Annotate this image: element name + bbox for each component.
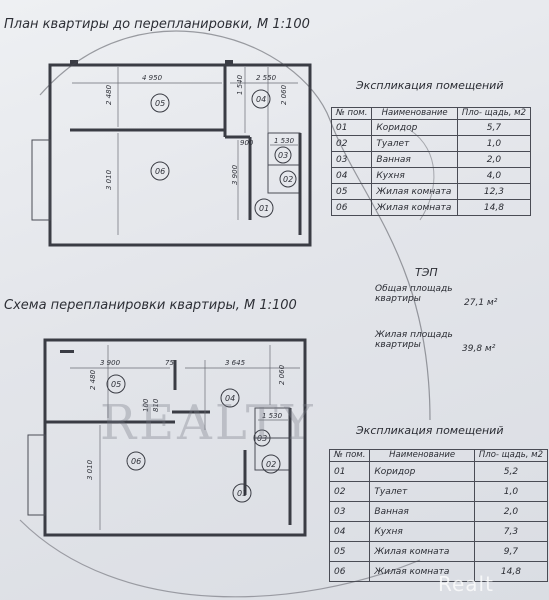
row-area: 12,3 (456, 183, 532, 200)
room-03: 03 (278, 151, 288, 160)
row-name: Кухня (371, 167, 458, 184)
room-01: 01 (259, 204, 269, 213)
dim-left-upper: 2 480 (89, 369, 97, 390)
room-02: 02 (266, 460, 276, 469)
row-area: 7,3 (473, 521, 549, 542)
row-name: Жилая комната (369, 561, 475, 582)
row-num: 02 (328, 481, 371, 502)
row-area: 1,0 (456, 135, 532, 152)
dim-left-lower: 3 010 (86, 459, 94, 480)
row-area: 4,0 (456, 167, 532, 184)
tep-living-value: 39,8 м² (462, 344, 496, 354)
row-name: Туалет (369, 481, 475, 502)
row-num: 03 (328, 501, 371, 522)
plan-after-title: Схема перепланировки квартиры, М 1:100 (4, 298, 297, 313)
row-name: Ванная (369, 501, 475, 522)
row-area: 5,7 (456, 119, 532, 136)
dim-top-right: 3 645 (225, 359, 246, 367)
header-num: № пом. (328, 449, 371, 462)
room-04: 04 (256, 95, 266, 104)
header-num: № пом. (330, 107, 373, 120)
dim-top-left: 4 950 (142, 74, 163, 82)
plan-before-title: План квартиры до перепланировки, М 1:100 (4, 17, 310, 32)
dim-kitchen-side: 1 540 (236, 74, 244, 95)
row-num: 05 (330, 183, 373, 200)
row-name: Кухня (369, 521, 475, 542)
row-area: 5,2 (473, 461, 549, 482)
dim-corridor: 900 (240, 139, 254, 147)
tep-title: ТЭП (415, 266, 438, 279)
dim-top-mid: 75 (165, 359, 174, 367)
row-area: 2,0 (456, 151, 532, 168)
room-02: 02 (283, 175, 293, 184)
dim-top-left: 3 900 (100, 359, 121, 367)
row-name: Жилая комната (371, 199, 458, 216)
room-05: 05 (155, 99, 165, 108)
row-name: Коридор (369, 461, 475, 482)
dim-kitchen-right: 2 060 (280, 84, 288, 105)
dim-corridor-v: 3 900 (231, 164, 239, 185)
row-area: 9,7 (473, 541, 549, 562)
tep-living-label: Жилая площадь квартиры (375, 330, 453, 350)
row-area: 2,0 (473, 501, 549, 522)
dim-left-upper: 2 480 (105, 84, 113, 105)
dim-left-lower: 3 010 (105, 169, 113, 190)
row-area: 14,8 (456, 199, 532, 216)
room-05: 05 (111, 380, 121, 389)
row-name: Туалет (371, 135, 458, 152)
row-num: 04 (328, 521, 371, 542)
row-name: Коридор (371, 119, 458, 136)
row-name: Жилая комната (369, 541, 475, 562)
row-name: Ванная (371, 151, 458, 168)
room-03: 03 (257, 434, 267, 443)
dim-bath-width: 1 530 (274, 137, 295, 145)
table-header-row: № пом. Наименование Пло- щадь, м2 (328, 449, 549, 462)
row-area: 1,0 (473, 481, 549, 502)
tep-total-label: Общая площадь квартиры (375, 284, 453, 304)
dim-kitchen-right: 2 060 (278, 364, 286, 385)
plan-before-drawing: 4 950 2 550 2 480 3 010 1 540 2 060 1 53… (31, 60, 312, 247)
header-area: Пло- щадь, м2 (473, 449, 549, 462)
explication-after-title: Экспликация помещений (356, 424, 504, 437)
room-06: 06 (155, 167, 165, 176)
room-01: 01 (237, 489, 247, 498)
row-num: 06 (328, 561, 371, 582)
dim-top-right: 2 550 (256, 74, 277, 82)
header-area: Пло- щадь, м2 (456, 107, 532, 120)
header-name: Наименование (369, 449, 475, 462)
row-num: 01 (328, 461, 371, 482)
row-num: 01 (330, 119, 373, 136)
row-area: 14,8 (473, 561, 549, 582)
watermark-realt-logo: Realt (438, 572, 494, 596)
row-num: 02 (330, 135, 373, 152)
table-header-row: № пом. Наименование Пло- щадь, м2 (330, 107, 532, 120)
row-num: 04 (330, 167, 373, 184)
row-name: Жилая комната (371, 183, 458, 200)
explication-before-title: Экспликация помещений (356, 79, 504, 92)
row-num: 06 (330, 199, 373, 216)
row-num: 05 (328, 541, 371, 562)
room-06: 06 (131, 457, 141, 466)
header-name: Наименование (371, 107, 458, 120)
row-num: 03 (330, 151, 373, 168)
watermark-realty: REALTY (100, 395, 316, 451)
tep-total-value: 27,1 м² (464, 298, 498, 308)
